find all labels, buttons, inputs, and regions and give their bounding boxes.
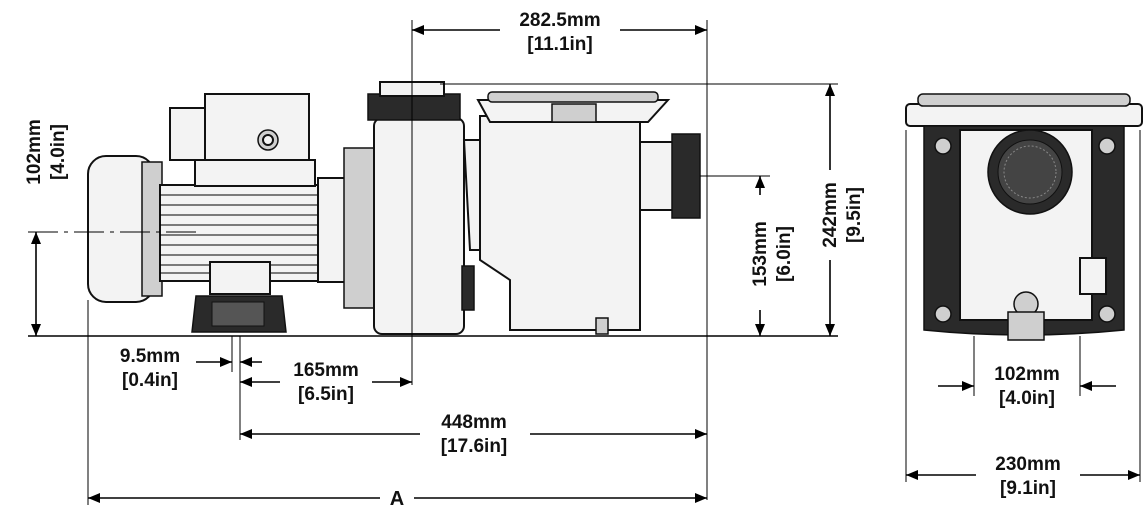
dim-left-in: [4.0in] xyxy=(48,124,69,180)
front-lid-top xyxy=(917,93,1131,107)
pump-head xyxy=(367,81,701,335)
front-bolt-icon xyxy=(934,137,952,155)
outlet-pipe xyxy=(639,141,677,211)
outlet-union-nut xyxy=(671,133,701,219)
dim-foot-outlet-mm: 448mm xyxy=(441,412,507,433)
dim-total-height-in: [9.5in] xyxy=(844,187,865,243)
volute-housing xyxy=(373,117,465,335)
drain-valve xyxy=(461,265,475,311)
dim-total-width-in: [9.1in] xyxy=(1000,478,1056,499)
dim-outlet-mm: 153mm xyxy=(750,221,771,287)
dim-total-width-mm: 230mm xyxy=(995,454,1061,475)
dim-foot-inlet-mm: 165mm xyxy=(293,360,359,381)
motor-cooling-fins xyxy=(160,194,320,274)
dim-top-in: [11.1in] xyxy=(527,34,592,55)
strainer-lid-top xyxy=(487,91,659,103)
front-view xyxy=(905,93,1143,341)
dim-base-width-mm: 102mm xyxy=(994,364,1060,385)
front-base xyxy=(1007,311,1045,341)
dim-outlet-in: [6.0in] xyxy=(774,226,795,282)
front-outlet-grille xyxy=(997,139,1063,205)
front-bolt-icon xyxy=(1098,137,1116,155)
terminal-box-base xyxy=(194,159,316,187)
front-bolt-icon xyxy=(934,305,952,323)
inlet-union-nut xyxy=(367,93,461,121)
front-lid xyxy=(905,103,1143,127)
front-bolt-icon xyxy=(1098,305,1116,323)
motor-foot-stem xyxy=(209,261,271,295)
dim-top-mm: 282.5mm xyxy=(519,10,600,31)
seal-plate xyxy=(343,147,375,309)
dim-total-height-mm: 242mm xyxy=(820,182,841,248)
dim-left-mm: 102mm xyxy=(24,119,45,185)
drain-plug xyxy=(595,317,609,335)
strainer-housing xyxy=(479,115,641,331)
side-dimensions: 282.5mm [11.1in] 102mm [4.0in] 153mm [6.… xyxy=(24,10,865,510)
dim-base-width-in: [4.0in] xyxy=(999,388,1055,409)
front-dimensions: 102mm [4.0in] 230mm [9.1in] xyxy=(905,130,1141,499)
front-label-plate xyxy=(1079,257,1107,295)
lid-handle xyxy=(551,103,597,123)
motor xyxy=(87,93,375,333)
dim-foot-gap-mm: 9.5mm xyxy=(120,346,180,367)
terminal-box xyxy=(204,93,310,165)
dim-foot-gap-in: [0.4in] xyxy=(122,370,178,391)
dim-foot-outlet-in: [17.6in] xyxy=(441,436,508,457)
dim-overall-length: A xyxy=(390,488,404,510)
dim-foot-inlet-in: [6.5in] xyxy=(298,384,354,405)
motor-flange xyxy=(317,177,347,283)
